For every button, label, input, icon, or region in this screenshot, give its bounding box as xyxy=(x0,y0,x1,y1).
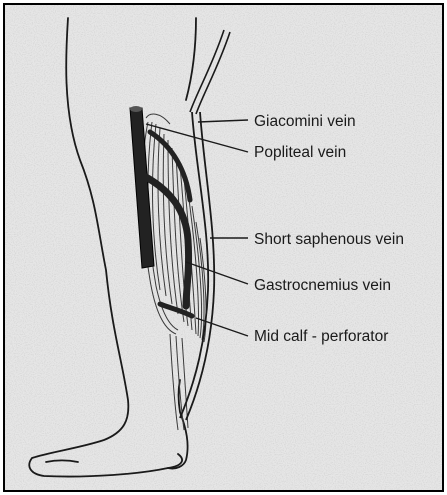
label-gastrocnemius-vein: Gastrocnemius vein xyxy=(254,277,391,294)
label-giacomini-vein: Giacomini vein xyxy=(254,113,356,130)
label-popliteal-vein: Popliteal vein xyxy=(254,144,346,161)
label-mid-calf-perforator: Mid calf - perforator xyxy=(254,328,388,345)
popliteal-vein-top xyxy=(130,106,142,112)
label-short-saphenous-vein: Short saphenous vein xyxy=(254,231,404,248)
